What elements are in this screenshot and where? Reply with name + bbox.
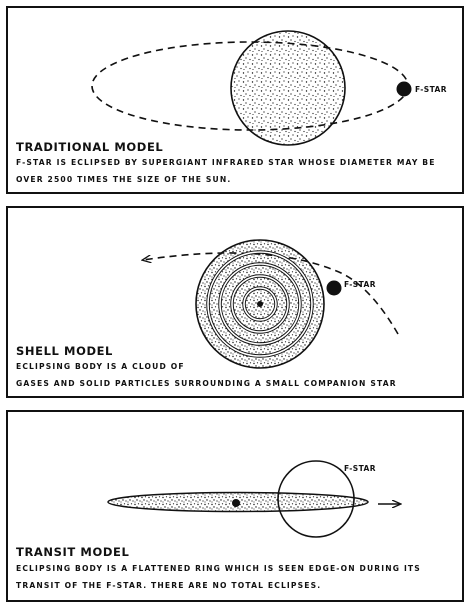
description-line: F-STAR IS ECLIPSED BY SUPERGIANT INFRARE… [16,158,436,167]
description-line: TRANSIT OF THE F-STAR. THERE ARE NO TOTA… [16,581,322,590]
companion-star [257,301,263,307]
panel-description: ECLIPSING BODY IS A CLOUD OF GASES AND S… [16,358,397,392]
panel-description: F-STAR IS ECLIPSED BY SUPERGIANT INFRARE… [16,154,436,188]
panel-title: TRADITIONAL MODEL [16,140,164,154]
f-star-label: F-STAR [344,280,376,289]
description-line: OVER 2500 TIMES THE SIZE OF THE SUN. [16,175,232,184]
f-star [396,81,412,97]
description-line: GASES AND SOLID PARTICLES SURROUNDING A … [16,379,397,388]
traditional-model-panel: F-STAR TRADITIONAL MODEL F-STAR IS ECLIP… [6,6,464,194]
description-line: ECLIPSING BODY IS A FLATTENED RING WHICH… [16,564,421,573]
f-star-label: F-STAR [415,85,447,94]
panel-title: TRANSIT MODEL [16,545,130,559]
f-star [326,280,342,296]
transit-model-diagram: F-STAR [107,460,462,538]
panel-title: SHELL MODEL [16,344,113,358]
shell-model-diagram: F-STAR [8,239,399,369]
f-star-label: F-STAR [344,464,376,473]
supergiant-star [230,30,346,146]
transit-model-panel: F-STAR TRANSIT MODEL ECLIPSING BODY IS A… [6,410,464,602]
orbit-path [143,252,399,335]
panel-description: ECLIPSING BODY IS A FLATTENED RING WHICH… [16,560,421,594]
shell-model-panel: F-STAR SHELL MODEL ECLIPSING BODY IS A C… [6,206,464,398]
traditional-model-diagram: F-STAR [91,30,447,146]
description-line: ECLIPSING BODY IS A CLOUD OF [16,362,185,371]
companion-star [232,499,240,507]
